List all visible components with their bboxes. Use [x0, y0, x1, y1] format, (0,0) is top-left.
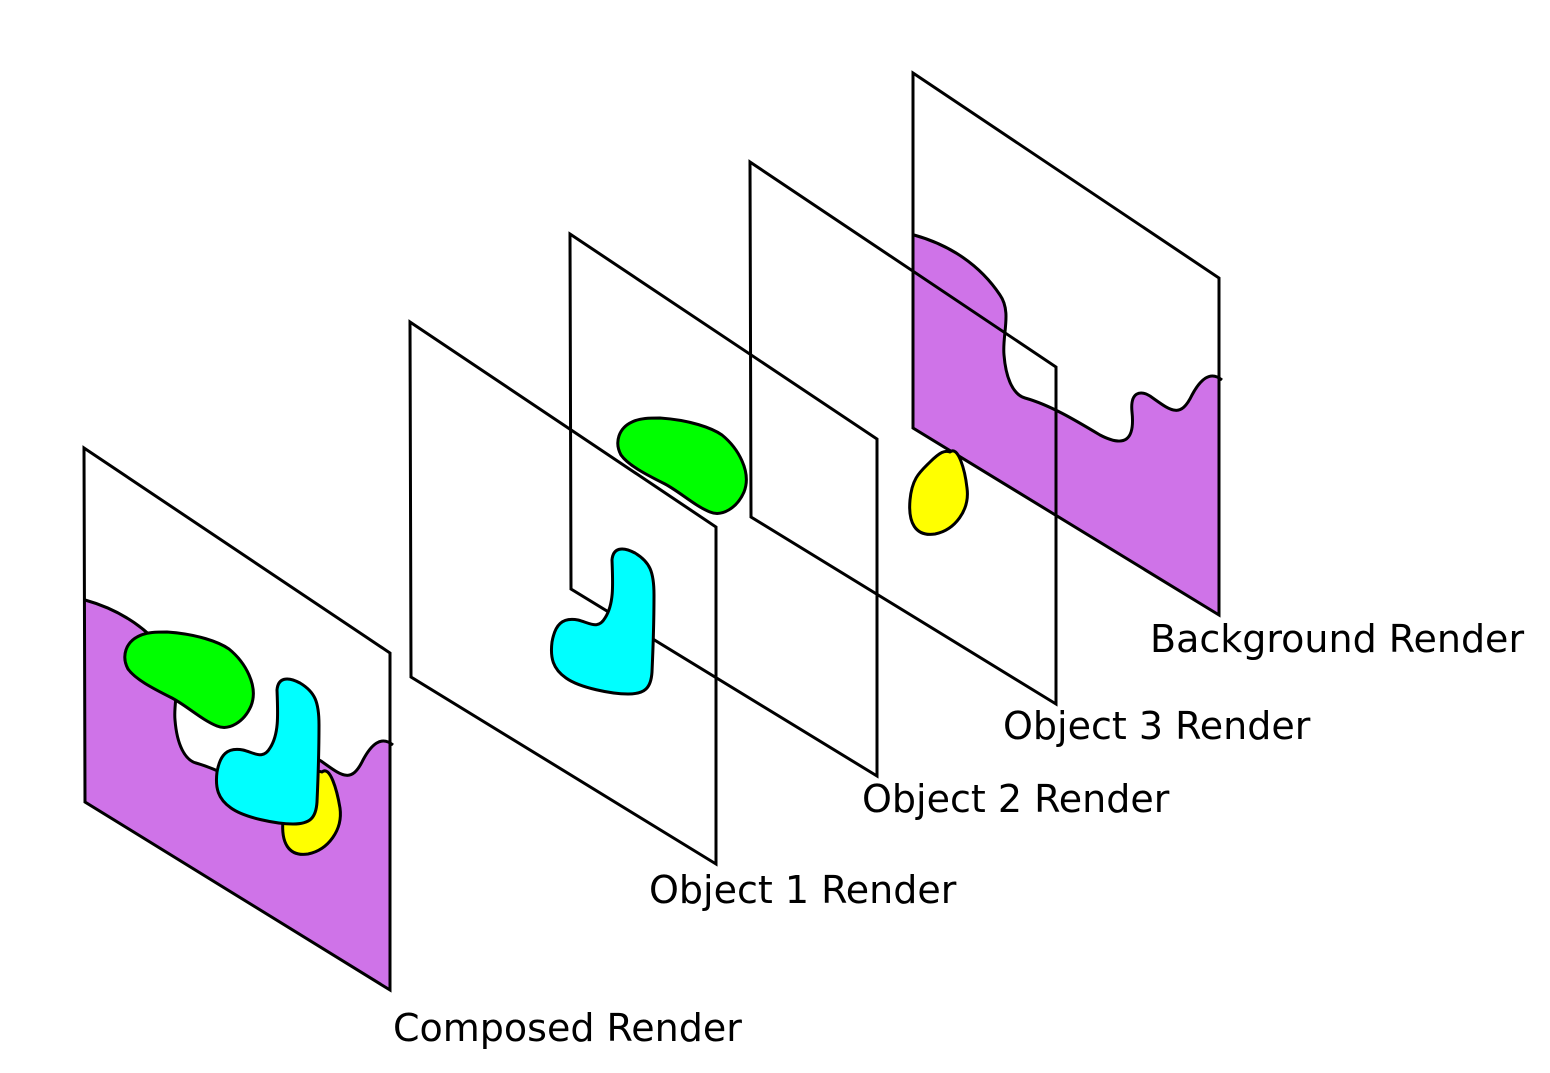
background-render-layer [911, 70, 1223, 618]
object2-render-layer [568, 231, 879, 779]
object2-render-label: Object 2 Render [862, 777, 1170, 821]
object1-cyan-shape [549, 547, 656, 696]
object1-render-frame [408, 319, 718, 867]
composed-cyan-shape [214, 677, 321, 826]
composed-green-shape [123, 630, 255, 729]
object3-yellow-shape [908, 449, 969, 536]
composed-render-layer [82, 445, 394, 993]
background-render-label: Background Render [1150, 617, 1524, 661]
composed-render-label: Composed Render [393, 1006, 742, 1050]
composed-render-frame [82, 445, 392, 993]
background-purple-region [913, 235, 1219, 615]
object3-render-frame [748, 159, 1058, 707]
object3-render-label: Object 3 Render [1003, 704, 1311, 748]
object3-render-layer [748, 159, 1058, 707]
object1-render-layer [408, 319, 718, 867]
object1-render-label: Object 1 Render [649, 868, 957, 912]
object2-green-shape [616, 416, 748, 515]
background-wave-edge [913, 233, 1223, 443]
object2-render-frame [568, 231, 879, 779]
background-render-frame [911, 70, 1221, 618]
